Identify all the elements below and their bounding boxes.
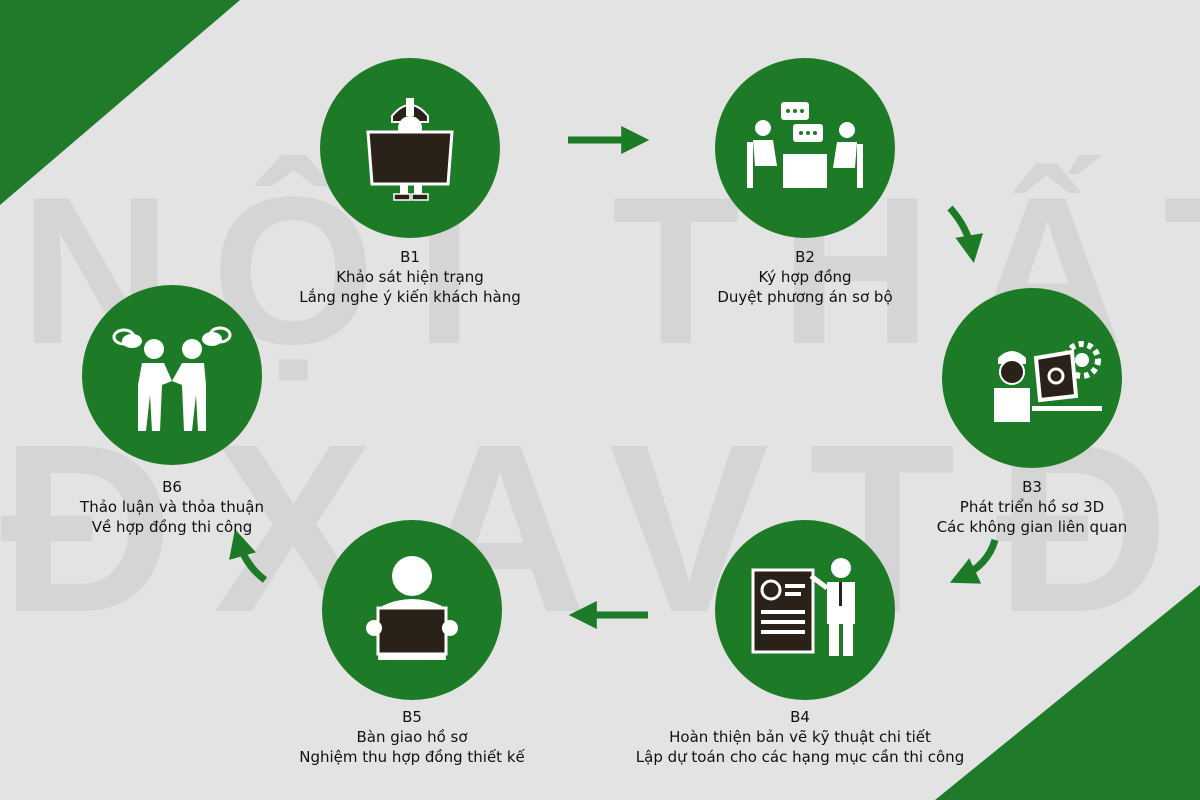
step-b2-line2: Duyệt phương án sơ bộ (717, 288, 893, 306)
step-b5-line2: Nghiệm thu hợp đồng thiết kế (299, 748, 525, 766)
step-b3-circle (942, 288, 1122, 468)
step-b2-line1: Ký hợp đồng (758, 268, 852, 286)
step-b1-label: B1 (400, 248, 420, 266)
arrow-b2-b3 (947, 205, 984, 264)
step-b2-label: B2 (795, 248, 815, 266)
step-b3-caption: B3 Phát triển hồ sơ 3D Các không gian li… (852, 477, 1200, 537)
designer-computer-icon (994, 341, 1102, 422)
step-b6-line2: Về hợp đồng thi công (91, 518, 253, 536)
step-b4-line2: Lập dự toán cho các hạng mục cần thi côn… (635, 748, 965, 766)
step-b3-label: B3 (1022, 478, 1042, 496)
arrow-b5-b6 (229, 529, 268, 583)
step-b4-label: B4 (790, 708, 810, 726)
handshake-icon (112, 326, 232, 431)
meeting-icon (747, 102, 863, 188)
presentation-icon (751, 558, 855, 656)
step-b1-line2: Lắng nghe ý kiến khách hàng (299, 288, 521, 306)
step-b3-line1: Phát triển hồ sơ 3D (959, 498, 1105, 516)
step-b5-label: B5 (402, 708, 422, 726)
step-b5-line1: Bàn giao hồ sơ (356, 728, 468, 746)
step-b4-caption: B4 Hoàn thiện bản vẽ kỹ thuật chi tiết L… (620, 707, 980, 767)
arrow-b3-b4 (949, 538, 999, 584)
step-b1-caption: B1 Khảo sát hiện trạng Lắng nghe ý kiến … (230, 247, 590, 307)
step-b1-line1: Khảo sát hiện trạng (336, 268, 484, 286)
step-b6-circle (82, 285, 262, 465)
corner-triangle-top-left (0, 0, 240, 205)
step-b4-line1: Hoàn thiện bản vẽ kỹ thuật chi tiết (669, 728, 931, 746)
step-b2-circle (715, 58, 895, 238)
engineer-blueprint-icon (366, 98, 454, 201)
step-b4-circle (715, 520, 895, 700)
step-b1-circle (320, 58, 500, 238)
step-b2-caption: B2 Ký hợp đồng Duyệt phương án sơ bộ (625, 247, 985, 307)
step-b3-line2: Các không gian liên quan (936, 518, 1128, 536)
step-b6-line1: Thảo luận và thỏa thuận (80, 498, 264, 516)
step-b5-circle (322, 520, 502, 700)
step-b6-label: B6 (162, 478, 182, 496)
step-b6-caption: B6 Thảo luận và thỏa thuận Về hợp đồng t… (0, 477, 352, 537)
step-b5-caption: B5 Bàn giao hồ sơ Nghiệm thu hợp đồng th… (232, 707, 592, 767)
handover-icon (366, 556, 458, 660)
corner-triangle-bottom-right (935, 585, 1200, 800)
